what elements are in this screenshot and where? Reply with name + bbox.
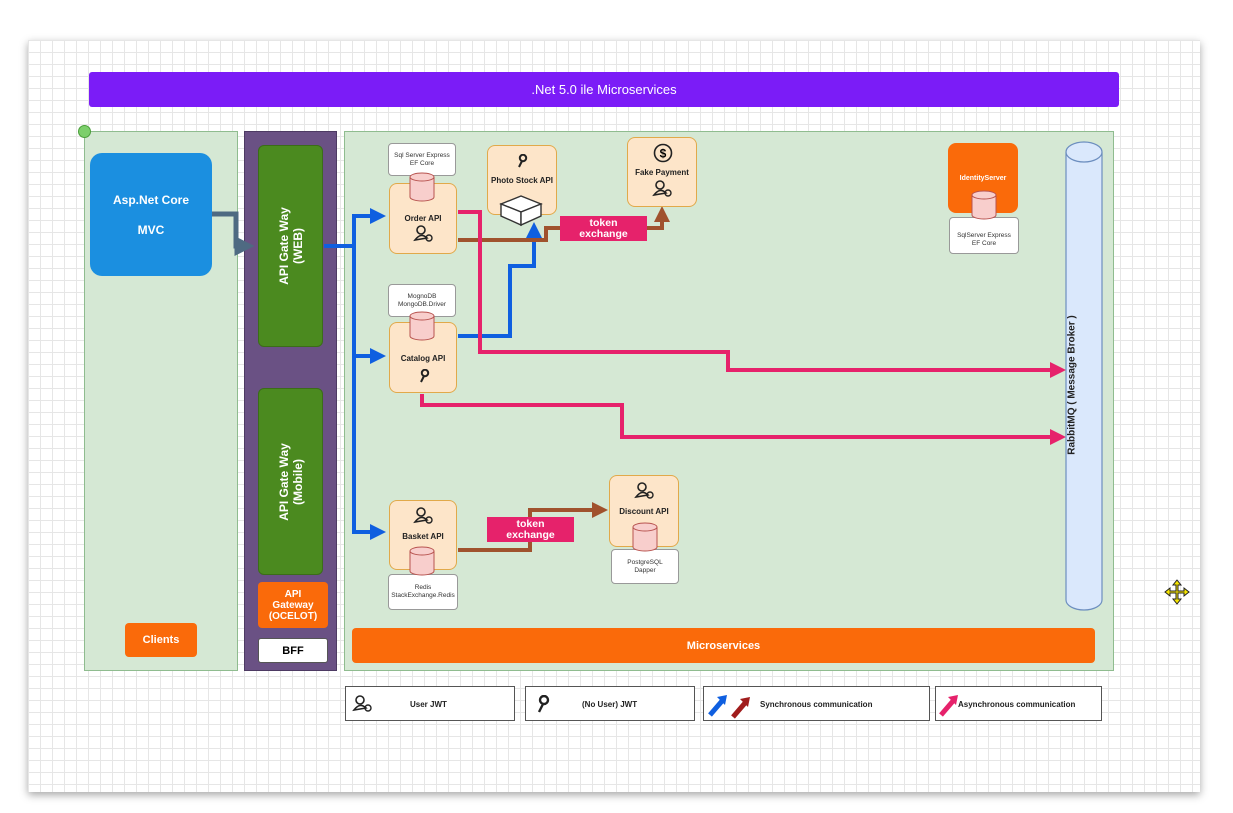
api-gateway-web[interactable]: API Gate Way (WEB) [258,145,323,347]
api-gateway-mobile-label: API Gate Way (Mobile) [276,442,305,521]
svg-text:$: $ [660,147,667,161]
user-jwt-icon [352,695,372,712]
legend-async[interactable]: Asynchronous communication [935,686,1102,721]
basket-db-note-line2: StackExchange.Redis [391,592,455,599]
storage-box-icon [499,195,543,227]
catalog-to-rabbitmq-arrow [420,394,1066,445]
fake-payment-service[interactable]: $ Fake Payment [627,137,697,207]
legend-no-user-jwt[interactable]: (No User) JWT [525,686,695,721]
identity-db-note-line1: SqlServer Express [957,231,1011,239]
identity-db-note-line2: EF Core [971,239,997,247]
order-api-label: Order API [404,214,442,223]
microservices-label[interactable]: Microservices [352,628,1095,663]
api-gateway-ocelot[interactable]: API Gateway (OCELOT) [258,582,328,628]
key-icon [420,369,430,383]
order-db-note-line2: EF Core [409,159,435,167]
sync-arrows-icon [708,695,750,719]
gateway-to-catalog-arrow [352,246,386,364]
rabbitmq-label: RabbitMQ ( Message Broker ) [1066,315,1078,455]
discount-db-note-line2: Dapper [634,566,656,574]
discount-database-icon [632,522,658,552]
order-to-rabbitmq-arrow [458,210,1066,378]
gateway-to-basket-arrow [352,356,386,540]
api-gateway-web-label: API Gate Way (WEB) [276,207,305,285]
order-to-payment-arrow [458,206,670,242]
user-jwt-icon [413,225,433,242]
identity-database-icon [971,190,997,220]
mvc-label-line2: MVC [137,222,165,237]
selection-handle[interactable] [78,125,91,138]
order-db-note[interactable]: Sql Server Express EF Core [388,143,456,176]
basket-db-note[interactable]: Redis StackExchange.Redis [388,574,458,610]
photo-stock-api-label: Photo Stock API [491,176,553,185]
user-jwt-icon [634,482,654,499]
user-jwt-icon [413,507,433,524]
key-icon [537,695,550,713]
catalog-db-note-line1: MognoDB [407,292,437,300]
legend-async-label: Asynchronous communication [958,700,1076,709]
catalog-database-icon [409,311,435,341]
move-handle-icon[interactable] [1164,579,1190,605]
mvc-to-gateway-arrow [212,211,255,256]
legend-sync-label: Synchronous communication [760,700,873,709]
order-db-note-line1: Sql Server Express [394,151,450,159]
legend-no-user-jwt-label: (No User) JWT [582,700,638,709]
user-jwt-icon [652,180,672,197]
api-gateway-mobile[interactable]: API Gate Way (Mobile) [258,388,323,575]
token-exchange-label-2[interactable]: token exchange [487,517,574,542]
mvc-client[interactable]: Asp.Net Core MVC [90,153,212,276]
dollar-icon: $ [653,143,673,163]
legend-user-jwt-label: User JWT [410,700,447,709]
discount-db-note[interactable]: PostgreSQL Dapper [611,549,679,584]
legend-user-jwt[interactable]: User JWT [345,686,515,721]
gateway-to-order-arrow [324,208,386,248]
catalog-to-photostock-arrow [458,222,542,338]
mvc-label-line1: Asp.Net Core [112,192,189,207]
order-api-service[interactable]: Order API [389,183,457,254]
basket-database-icon [409,546,435,576]
order-database-icon [409,172,435,202]
catalog-db-note-line2: MongoDB.Driver [397,300,447,308]
token-exchange-label-1[interactable]: token exchange [560,216,647,241]
discount-db-note-line1: PostgreSQL [627,558,663,566]
catalog-api-label: Catalog API [400,354,446,363]
key-icon [518,154,528,168]
basket-db-note-line1: Redis [414,584,432,591]
basket-api-label: Basket API [402,532,444,541]
async-arrow-icon [939,695,958,717]
rabbitmq-cylinder[interactable] [1064,140,1104,614]
identity-db-note[interactable]: SqlServer Express EF Core [949,217,1019,254]
discount-api-label: Discount API [619,507,669,516]
diagram-title[interactable]: .Net 5.0 ile Microservices [89,72,1119,107]
identity-server-label: IdentityServer [959,175,1007,182]
legend-sync[interactable]: Synchronous communication [703,686,930,721]
clients-label[interactable]: Clients [125,623,197,657]
bff-label[interactable]: BFF [258,638,328,663]
fake-payment-label: Fake Payment [635,168,689,177]
